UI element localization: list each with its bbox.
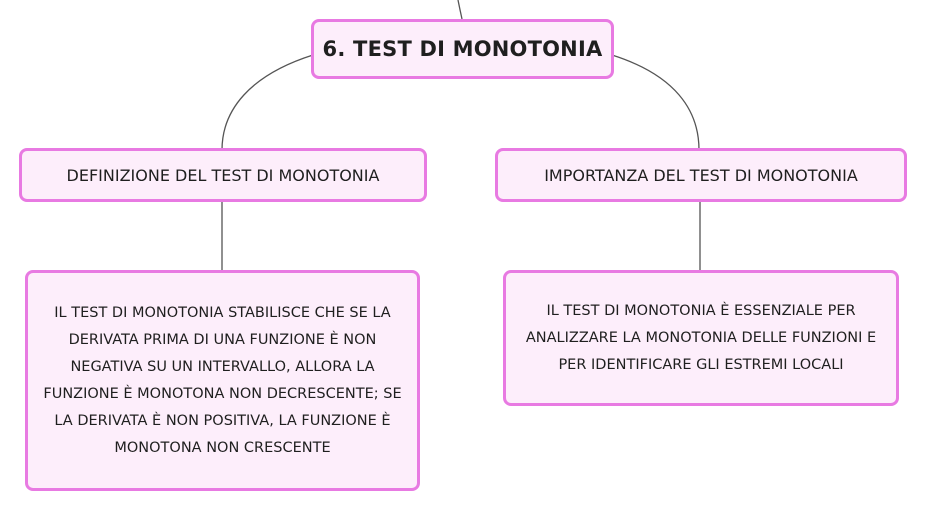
definition-node[interactable]: DEFINIZIONE DEL TEST DI MONOTONIA — [19, 148, 427, 202]
importance-text: IL TEST DI MONOTONIA È ESSENZIALE PER AN… — [525, 302, 877, 373]
importance-node-label: IMPORTANZA DEL TEST DI MONOTONIA — [544, 165, 858, 185]
importance-text-node[interactable]: IL TEST DI MONOTONIA È ESSENZIALE PER AN… — [503, 270, 899, 406]
definition-text: IL TEST DI MONOTONIA STABILISCE CHE SE L… — [43, 304, 402, 456]
root-node[interactable]: 6. TEST DI MONOTONIA — [311, 19, 614, 79]
connector-parent-to-root — [457, 0, 463, 20]
definition-text-node[interactable]: IL TEST DI MONOTONIA STABILISCE CHE SE L… — [25, 270, 420, 491]
importance-node[interactable]: IMPORTANZA DEL TEST DI MONOTONIA — [495, 148, 907, 202]
root-node-label: 6. TEST DI MONOTONIA — [322, 37, 603, 61]
connector-root-to-definition — [221, 54, 314, 151]
definition-node-label: DEFINIZIONE DEL TEST DI MONOTONIA — [66, 165, 380, 185]
connector-root-to-importance — [611, 54, 700, 151]
